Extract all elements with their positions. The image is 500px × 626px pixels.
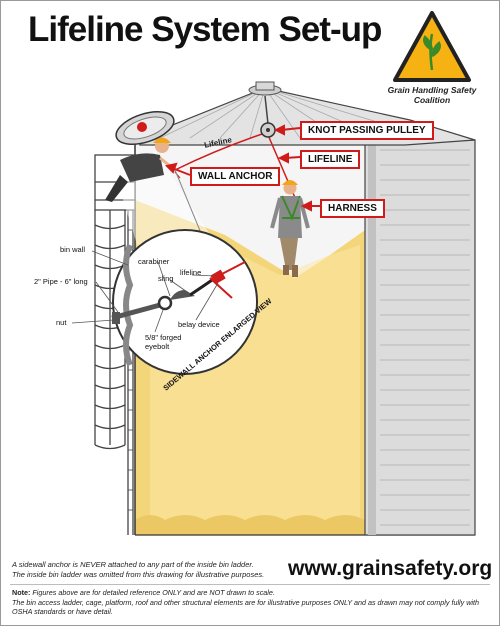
label-sling: sling — [158, 274, 174, 283]
callout-arrows — [165, 124, 320, 212]
footer-divider — [10, 584, 490, 585]
callout-harness: HARNESS — [320, 199, 385, 218]
label-bin-wall: bin wall — [60, 245, 86, 254]
disclaimer-text2: The bin access ladder, cage, platform, r… — [12, 597, 480, 617]
roof-hatch — [115, 111, 175, 145]
footer-note-line1: A sidewall anchor is NEVER attached to a… — [12, 560, 254, 569]
label-eyebolt-2: eyebolt — [145, 342, 170, 351]
warning-triangle-icon — [393, 11, 471, 82]
label-lifeline: lifeline — [180, 268, 202, 277]
label-belay-device: belay device — [178, 320, 220, 329]
footer-note: A sidewall anchor is NEVER attached to a… — [12, 560, 264, 580]
sidewall-anchor-detail — [71, 169, 258, 375]
label-carabiner: carabiner — [138, 257, 170, 266]
disclaimer-label: Note: — [12, 588, 31, 597]
logo-org-name: Grain Handling Safety Coalition — [387, 85, 477, 105]
callout-lifeline: LIFELINE — [300, 150, 361, 169]
footer-note-line2: The inside bin ladder was omitted from t… — [12, 570, 265, 579]
label-nut: nut — [56, 318, 67, 327]
attendant-worker — [105, 137, 176, 202]
knot-passing-pulley-icon — [260, 95, 276, 138]
callout-wall-anchor: WALL ANCHOR — [190, 167, 281, 186]
harnessed-worker — [270, 180, 310, 277]
website-link[interactable]: www.grainsafety.org — [288, 557, 493, 580]
label-pipe: 2" Pipe - 6" long — [34, 277, 88, 286]
label-eyebolt-1: 5/8" forged — [145, 333, 182, 342]
disclaimer-text1: Figures above are for detailed reference… — [30, 588, 275, 597]
disclaimer: Note: Figures above are for detailed ref… — [12, 588, 492, 617]
page-title: Lifeline System Set-up — [28, 10, 382, 49]
callout-knot-passing-pulley: KNOT PASSING PULLEY — [300, 121, 434, 140]
